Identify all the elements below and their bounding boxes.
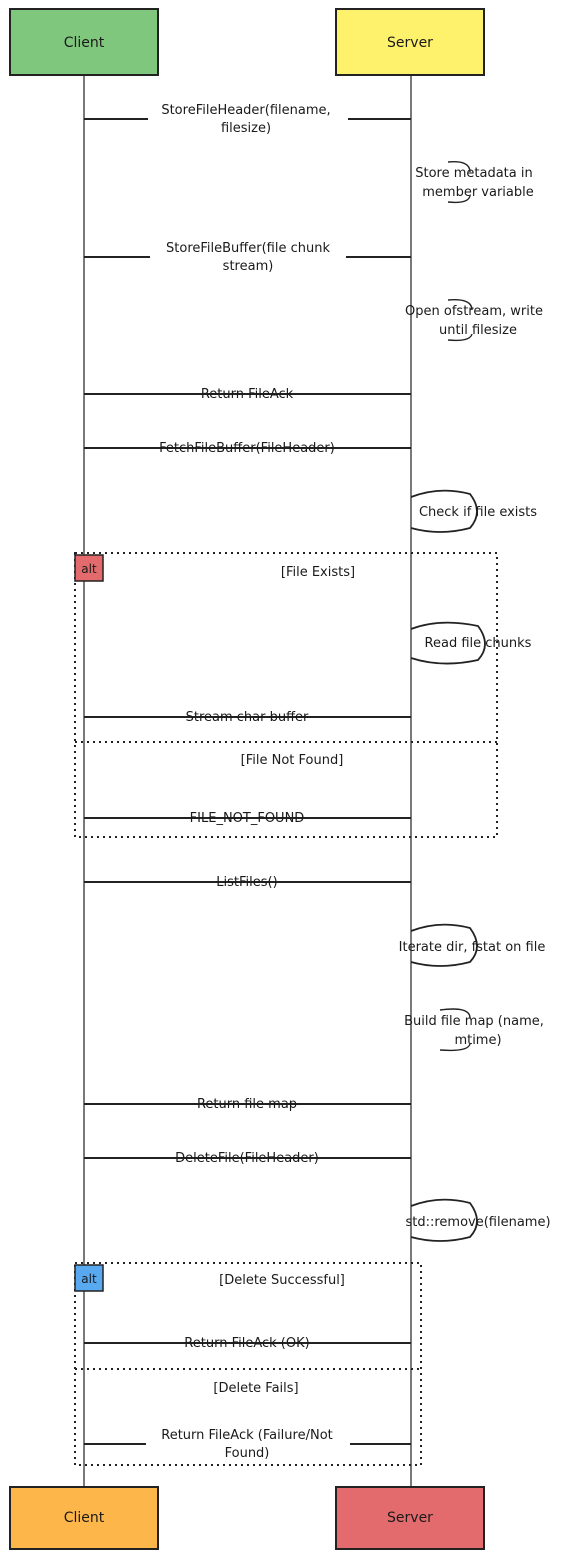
server-participant-bottom-label: Server bbox=[387, 1510, 433, 1526]
message-label: filesize) bbox=[221, 121, 271, 136]
note-label: Store metadata in bbox=[415, 166, 532, 181]
note-label: member variable bbox=[422, 185, 534, 200]
note-store-metadata: Store metadata in member variable bbox=[415, 161, 534, 204]
message-return-file-ack-1[interactable]: Return FileAck bbox=[84, 387, 411, 402]
note-label: Read file chunks bbox=[425, 636, 532, 651]
alt-tag-2 bbox=[74, 1264, 104, 1292]
message-stream-char-buffer[interactable]: Stream char buffer bbox=[84, 710, 411, 725]
message-fetch-file-buffer[interactable]: FetchFileBuffer(FileHeader) bbox=[84, 441, 411, 456]
note-label: Open ofstream, write bbox=[405, 304, 543, 319]
note-build-file-map: Build file map (name, mtime) bbox=[404, 1008, 544, 1052]
alt-condition-delete-fails: [Delete Fails] bbox=[213, 1381, 298, 1396]
message-label: DeleteFile(FileHeader) bbox=[175, 1151, 319, 1166]
alt-block-file-exists: alt [File Exists] [File Not Found] bbox=[74, 552, 498, 838]
message-label: Stream char buffer bbox=[186, 710, 309, 725]
note-label: std::remove(filename) bbox=[405, 1215, 550, 1230]
note-label: mtime) bbox=[454, 1033, 501, 1048]
message-label: Return FileAck (Failure/Not bbox=[161, 1428, 333, 1443]
message-label: ListFiles() bbox=[216, 875, 277, 890]
message-return-file-ack-failure[interactable]: Return FileAck (Failure/Not Found) bbox=[84, 1428, 411, 1461]
message-label: FetchFileBuffer(FileHeader) bbox=[159, 441, 335, 456]
message-label: FILE_NOT_FOUND bbox=[190, 811, 305, 826]
client-participant-top[interactable]: Client bbox=[9, 8, 159, 76]
note-label: Iterate dir, fstat on file bbox=[399, 940, 546, 955]
message-file-not-found[interactable]: FILE_NOT_FOUND bbox=[84, 811, 411, 826]
alt-block-delete: alt [Delete Successful] [Delete Fails] bbox=[74, 1262, 422, 1466]
message-label: stream) bbox=[223, 259, 274, 274]
client-participant-top-label: Client bbox=[64, 35, 105, 51]
alt-condition-delete-successful: [Delete Successful] bbox=[219, 1273, 345, 1288]
self-call-iterate-dir: Iterate dir, fstat on file bbox=[399, 923, 546, 967]
message-store-file-header[interactable]: StoreFileHeader(filename, filesize) bbox=[84, 103, 411, 136]
client-participant-bottom[interactable]: Client bbox=[9, 1486, 159, 1550]
alt-tag-2-label: alt bbox=[81, 1272, 97, 1286]
message-list-files[interactable]: ListFiles() bbox=[84, 875, 411, 890]
message-return-file-ack-ok[interactable]: Return FileAck (OK) bbox=[84, 1336, 411, 1351]
alt-tag-1 bbox=[74, 554, 104, 582]
note-open-ofstream: Open ofstream, write until filesize bbox=[405, 299, 543, 342]
message-label: StoreFileHeader(filename, bbox=[161, 103, 330, 118]
message-store-file-buffer[interactable]: StoreFileBuffer(file chunk stream) bbox=[84, 241, 411, 274]
self-call-read-file-chunks: Read file chunks bbox=[410, 621, 532, 665]
message-label: StoreFileBuffer(file chunk bbox=[166, 241, 330, 256]
client-participant-bottom-label: Client bbox=[64, 1510, 105, 1526]
server-participant-top[interactable]: Server bbox=[335, 8, 485, 76]
message-delete-file[interactable]: DeleteFile(FileHeader) bbox=[84, 1151, 411, 1166]
message-label: Return FileAck bbox=[201, 387, 294, 402]
self-call-std-remove: std::remove(filename) bbox=[405, 1198, 551, 1242]
alt-condition-file-exists: [File Exists] bbox=[281, 565, 355, 580]
message-label: Found) bbox=[225, 1446, 270, 1461]
alt-condition-file-not-found: [File Not Found] bbox=[241, 753, 344, 768]
message-return-file-map[interactable]: Return file map bbox=[84, 1097, 411, 1112]
alt-tag-1-label: alt bbox=[81, 562, 97, 576]
note-label: Build file map (name, bbox=[404, 1014, 544, 1029]
note-label: until filesize bbox=[439, 323, 517, 338]
self-call-check-file-exists: Check if file exists bbox=[410, 489, 537, 533]
message-label: Return FileAck (OK) bbox=[184, 1336, 309, 1351]
message-label: Return file map bbox=[197, 1097, 297, 1112]
server-participant-bottom[interactable]: Server bbox=[335, 1486, 485, 1550]
note-label: Check if file exists bbox=[419, 505, 537, 520]
server-participant-top-label: Server bbox=[387, 35, 433, 51]
